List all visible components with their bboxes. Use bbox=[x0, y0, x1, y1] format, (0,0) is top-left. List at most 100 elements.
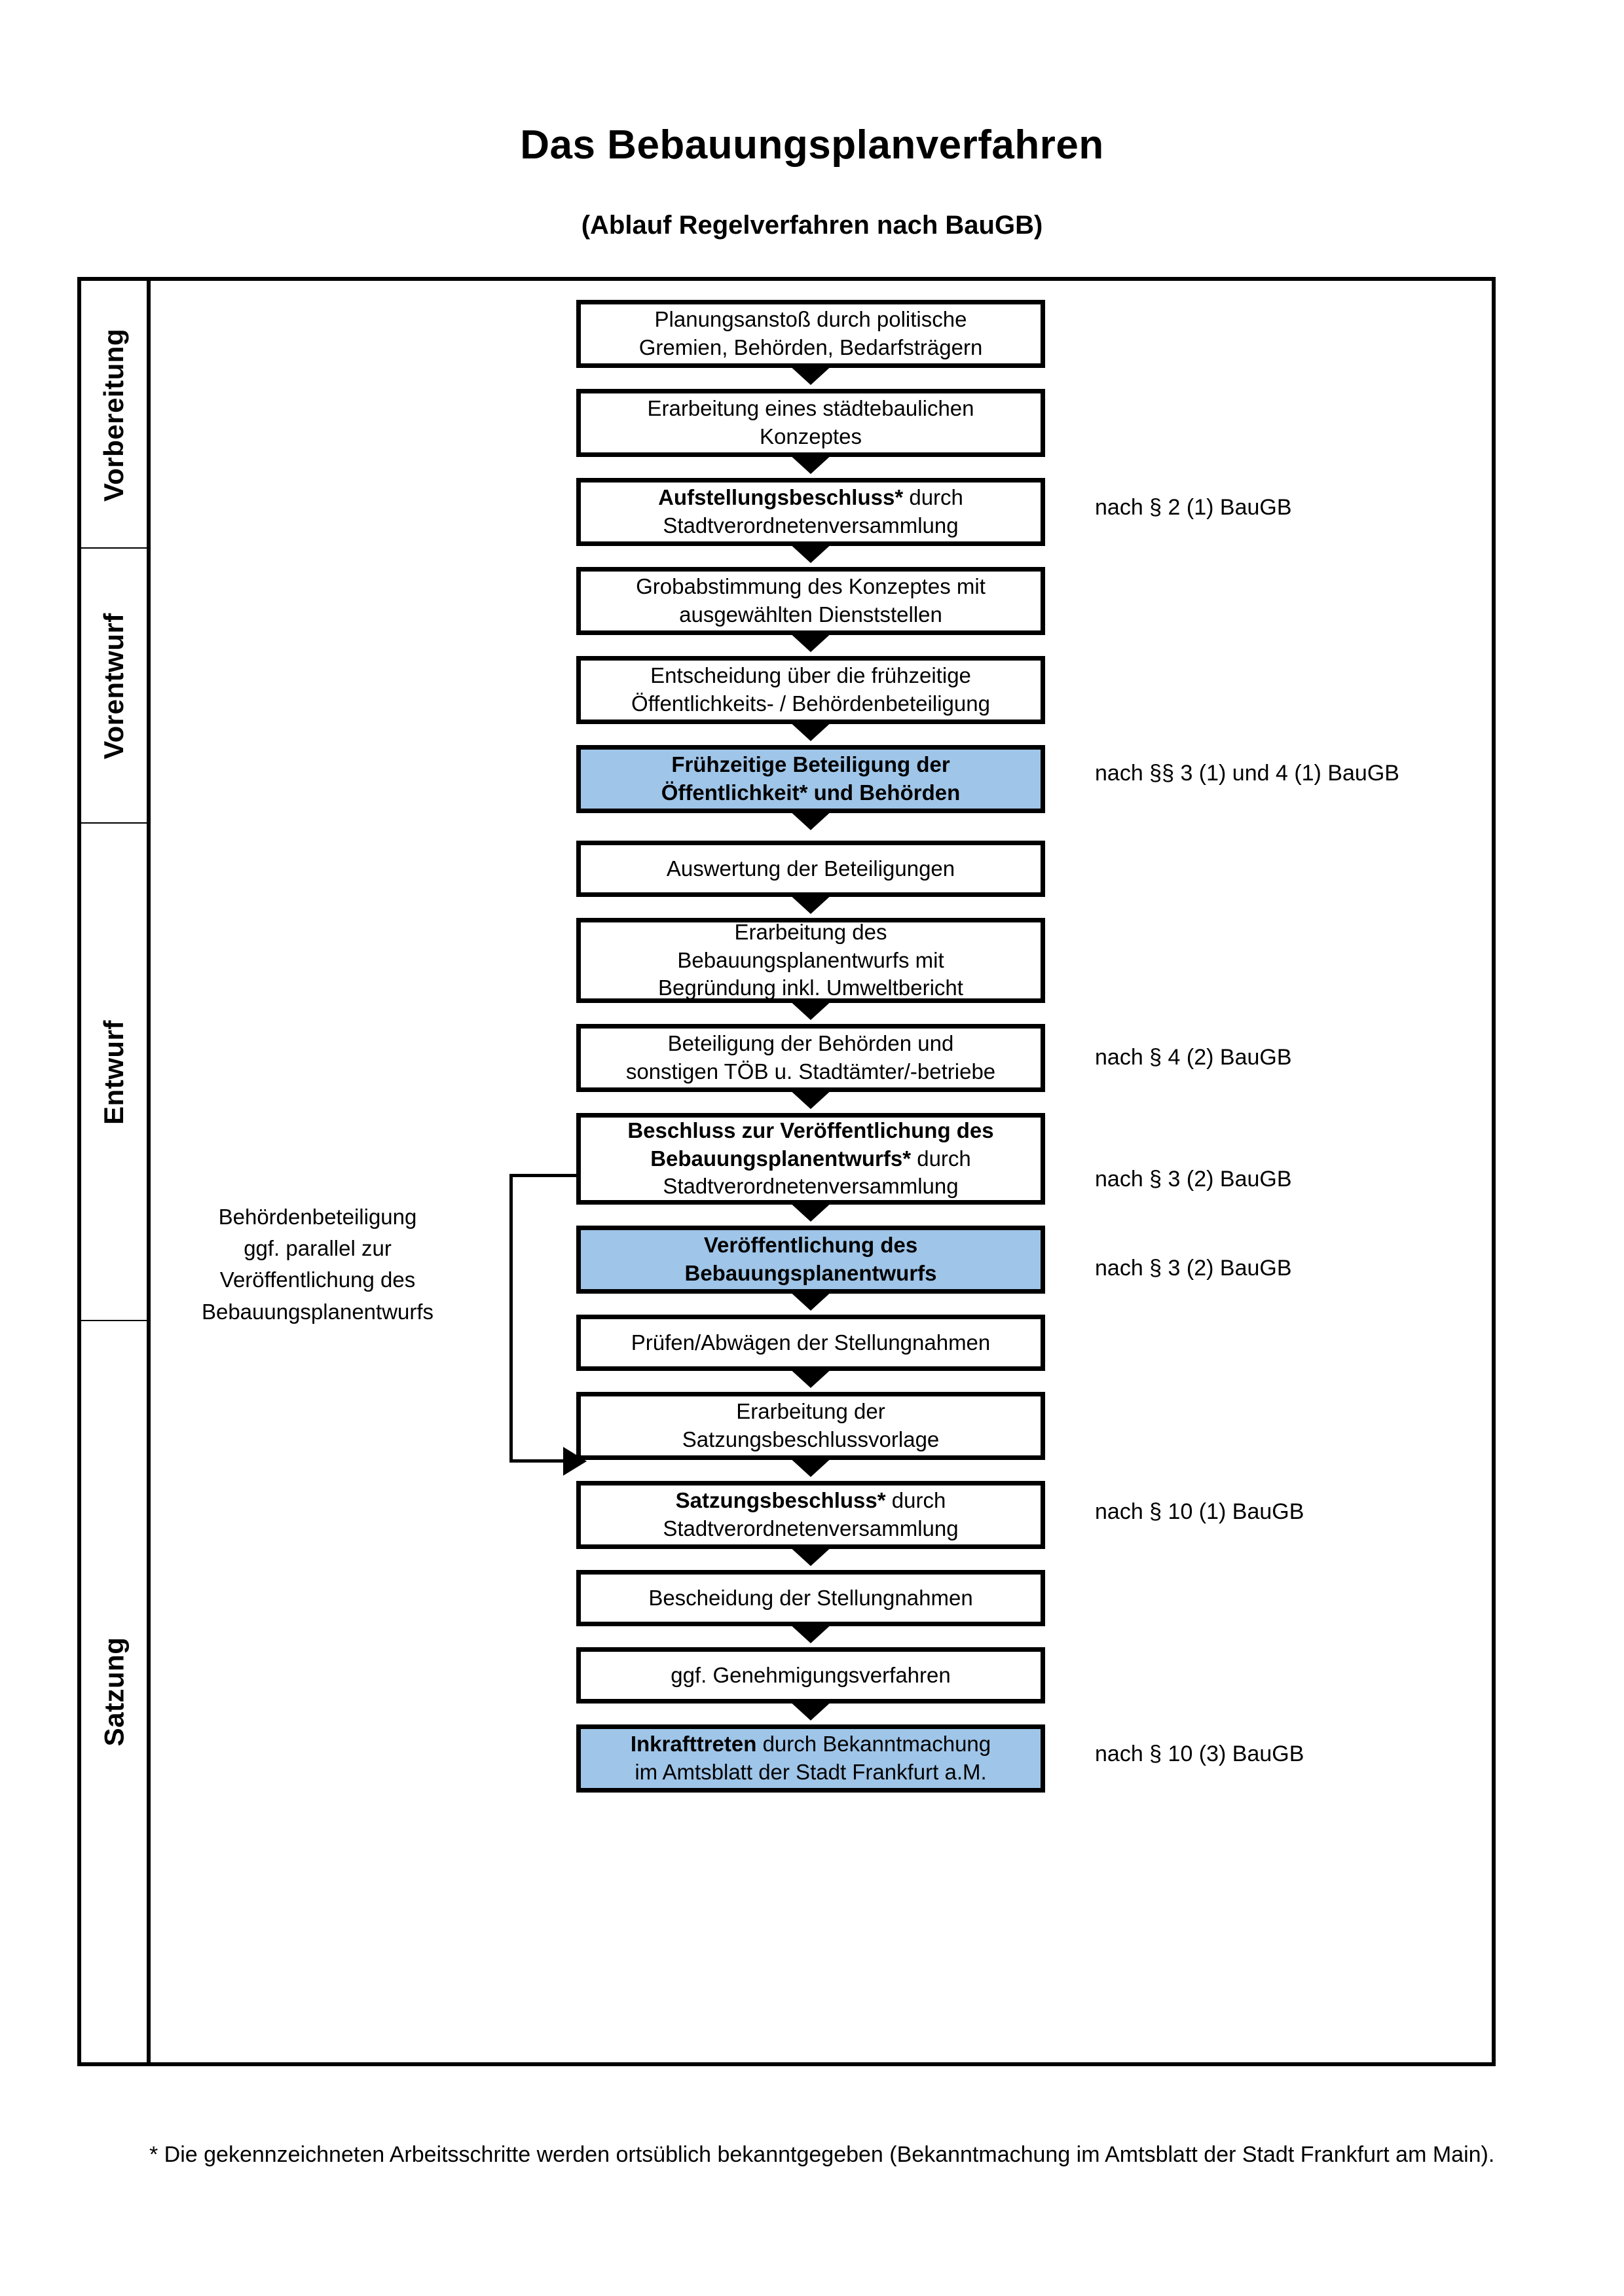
plain-text: Planungsanstoß durch politische bbox=[654, 307, 967, 332]
plain-text: Erarbeitung des bbox=[734, 919, 887, 944]
process-box-line: Öffentlichkeits- / Behördenbeteiligung bbox=[631, 690, 990, 718]
process-box-line: Konzeptes bbox=[647, 423, 974, 451]
process-box-label: Grobabstimmung des Konzeptes mit ausgewäh… bbox=[636, 573, 986, 629]
emphasis-text: Frühzeitige Beteiligung der bbox=[671, 752, 950, 777]
emphasis-text: Öffentlichkeit* und Behörden bbox=[661, 780, 961, 805]
process-box-line: Erarbeitung eines städtebaulichen bbox=[647, 395, 974, 423]
legal-reference-ref-3-1-4-1: nach §§ 3 (1) und 4 (1) BauGB bbox=[1095, 761, 1399, 786]
plain-text: durch bbox=[885, 1488, 946, 1513]
emphasis-text: Satzungsbeschluss* bbox=[675, 1488, 886, 1513]
legal-reference-ref-3-2-b: nach § 3 (2) BauGB bbox=[1095, 1256, 1292, 1281]
emphasis-text: Veröffentlichung des bbox=[703, 1233, 918, 1258]
process-box-line: ausgewählten Dienststellen bbox=[636, 601, 986, 629]
process-box-line: Stadtverordnetenversammlung bbox=[663, 1515, 958, 1543]
phase-label-vorbereitung: Vorbereitung bbox=[81, 281, 147, 549]
process-box-line: Beteiligung der Behörden und bbox=[626, 1030, 995, 1058]
process-box-line: Bescheidung der Stellungnahmen bbox=[648, 1584, 972, 1613]
footnote: * Die gekennzeichneten Arbeitsschritte w… bbox=[149, 2142, 1495, 2167]
plain-text: Prüfen/Abwägen der Stellungnahmen bbox=[631, 1330, 991, 1355]
plain-text: Grobabstimmung des Konzeptes mit bbox=[636, 574, 986, 599]
emphasis-text: Beschluss zur Veröffentlichung des bbox=[627, 1118, 994, 1142]
plain-text: Satzungsbeschlussvorlage bbox=[682, 1427, 940, 1451]
process-box-label: Bescheidung der Stellungnahmen bbox=[648, 1584, 972, 1613]
emphasis-text: Inkrafttreten bbox=[630, 1732, 757, 1757]
plain-text: Öffentlichkeits- / Behördenbeteiligung bbox=[631, 691, 990, 716]
plain-text: Entscheidung über die frühzeitige bbox=[650, 663, 971, 688]
process-box-line: Bebauungsplanentwurfs* durch bbox=[627, 1145, 993, 1173]
process-box-bescheidung-stellungnahmen: Bescheidung der Stellungnahmen bbox=[576, 1570, 1045, 1626]
parallel-loop-connector bbox=[504, 1174, 587, 1476]
process-box-pruefen-abwaegen: Prüfen/Abwägen der Stellungnahmen bbox=[576, 1315, 1045, 1371]
process-box-line: Bebauungsplanentwurfs bbox=[684, 1260, 936, 1288]
process-box-line: Erarbeitung der bbox=[682, 1398, 940, 1426]
phase-label-text: Entwurf bbox=[98, 1020, 129, 1125]
process-box-label: Prüfen/Abwägen der Stellungnahmen bbox=[631, 1329, 991, 1357]
process-box-line: Frühzeitige Beteiligung der bbox=[661, 751, 961, 779]
plain-text: Erarbeitung eines städtebaulichen bbox=[647, 396, 974, 421]
emphasis-text: Bebauungsplanentwurfs bbox=[684, 1261, 937, 1285]
emphasis-text: Aufstellungsbeschluss* bbox=[658, 485, 904, 510]
process-box-label: ggf. Genehmigungsverfahren bbox=[671, 1662, 950, 1690]
process-box-line: Auswertung der Beteiligungen bbox=[667, 855, 955, 883]
process-box-label: Beteiligung der Behörden und sonstigen TÖ… bbox=[626, 1030, 995, 1086]
process-box-line: Bebauungsplanentwurfs mit bbox=[658, 947, 963, 975]
plain-text: Bescheidung der Stellungnahmen bbox=[648, 1585, 973, 1610]
legal-reference-ref-10-3: nach § 10 (3) BauGB bbox=[1095, 1741, 1304, 1766]
process-box-line: Veröffentlichung des bbox=[684, 1231, 936, 1260]
loop-top-segment bbox=[509, 1174, 583, 1177]
process-box-line: Stadtverordnetenversammlung bbox=[658, 512, 963, 540]
process-box-line: sonstigen TÖB u. Stadtämter/-betriebe bbox=[626, 1058, 995, 1086]
plain-text: Konzeptes bbox=[760, 424, 862, 448]
process-box-line: Gremien, Behörden, Bedarfsträgern bbox=[639, 334, 983, 362]
plain-text: Begründung inkl. Umweltbericht bbox=[658, 975, 963, 1000]
process-box-line: Erarbeitung des bbox=[658, 919, 963, 947]
process-box-line: Prüfen/Abwägen der Stellungnahmen bbox=[631, 1329, 991, 1357]
loop-vertical-segment bbox=[509, 1174, 513, 1463]
plain-text: sonstigen TÖB u. Stadtämter/-betriebe bbox=[625, 1059, 996, 1084]
plain-text: Gremien, Behörden, Bedarfsträgern bbox=[638, 335, 983, 359]
legal-reference-ref-4-2: nach § 4 (2) BauGB bbox=[1095, 1045, 1292, 1070]
process-box-line: Aufstellungsbeschluss* durch bbox=[658, 484, 963, 512]
phase-label-vorentwurf: Vorentwurf bbox=[81, 549, 147, 824]
process-box-line: ggf. Genehmigungsverfahren bbox=[671, 1662, 950, 1690]
side-annotation-line: Veröffentlichung des bbox=[219, 1267, 416, 1292]
phase-label-entwurf: Entwurf bbox=[81, 824, 147, 1321]
process-box-line: Planungsanstoß durch politische bbox=[639, 306, 983, 334]
process-box-line: Satzungsbeschlussvorlage bbox=[682, 1426, 940, 1454]
process-box-line: Entscheidung über die frühzeitige bbox=[631, 662, 990, 690]
process-box-genehmigungsverfahren: ggf. Genehmigungsverfahren bbox=[576, 1647, 1045, 1704]
plain-text: Auswertung der Beteiligungen bbox=[666, 856, 955, 881]
plain-text: Stadtverordnetenversammlung bbox=[663, 1174, 959, 1199]
process-box-grobabstimmung: Grobabstimmung des Konzeptes mit ausgewäh… bbox=[576, 567, 1045, 635]
plain-text: ausgewählten Dienststellen bbox=[679, 602, 942, 627]
process-box-line: Beschluss zur Veröffentlichung des bbox=[627, 1117, 993, 1145]
process-box-line: im Amtsblatt der Stadt Frankfurt a.M. bbox=[631, 1758, 991, 1787]
legal-reference-ref-2-1: nach § 2 (1) BauGB bbox=[1095, 495, 1292, 520]
process-box-line: Begründung inkl. Umweltbericht bbox=[658, 974, 963, 1002]
process-box-line: Stadtverordnetenversammlung bbox=[627, 1173, 993, 1201]
plain-text: Beteiligung der Behörden und bbox=[667, 1031, 954, 1056]
plain-text: Erarbeitung der bbox=[736, 1399, 885, 1424]
side-annotation-line: Bebauungsplanentwurfs bbox=[201, 1299, 434, 1324]
plain-text: ggf. Genehmigungsverfahren bbox=[671, 1662, 951, 1687]
process-box-line: Öffentlichkeit* und Behörden bbox=[661, 779, 961, 807]
plain-text: durch bbox=[911, 1146, 971, 1171]
process-box-auswertung-beteiligungen: Auswertung der Beteiligungen bbox=[576, 841, 1045, 897]
phase-column-divider bbox=[147, 277, 151, 2066]
process-box-label: Auswertung der Beteiligungen bbox=[667, 855, 955, 883]
phase-label-text: Satzung bbox=[98, 1637, 130, 1747]
phase-label-text: Vorentwurf bbox=[98, 613, 129, 759]
